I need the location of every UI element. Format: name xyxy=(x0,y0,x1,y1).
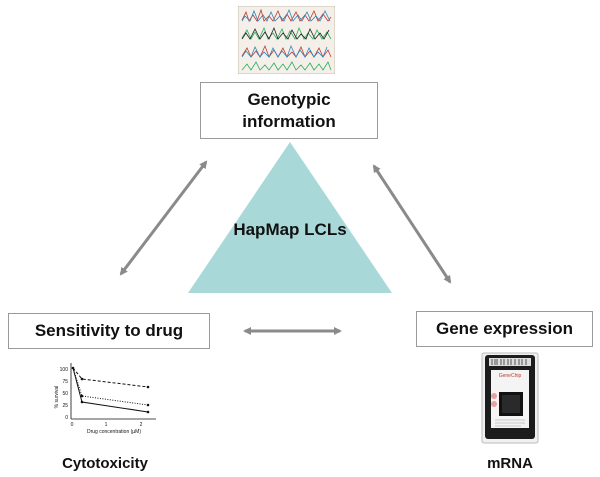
genotypic-label-line1: Genotypic xyxy=(247,90,331,110)
mini-ytick-75: 75 xyxy=(62,379,68,385)
sensitivity-to-drug-box: Sensitivity to drug xyxy=(8,313,210,349)
gene-expression-box: Gene expression xyxy=(416,311,593,347)
mrna-caption: mRNA xyxy=(487,455,533,472)
cytotoxicity-mini-chart: % survival 100 75 50 25 0 0 1 2 Drug con… xyxy=(50,357,160,437)
cytotoxicity-caption: Cytotoxicity xyxy=(62,455,148,472)
mini-xtick-0: 0 xyxy=(71,422,74,428)
mini-xtick-1: 1 xyxy=(105,422,108,428)
genotypic-label-line2: information xyxy=(242,111,336,131)
mini-chart-xlabel: Drug concentration (µM) xyxy=(87,429,141,435)
gene-expression-label: Gene expression xyxy=(435,319,573,339)
hapmap-triangle xyxy=(188,142,392,293)
mini-xtick-2: 2 xyxy=(140,422,143,428)
sensitivity-label: Sensitivity to drug xyxy=(34,321,184,341)
hapmap-lcls-label: HapMap LCLs xyxy=(233,220,347,239)
arrow-genotype-drug xyxy=(119,160,208,276)
arrow-genotype-expression xyxy=(372,164,452,284)
mini-ytick-25: 25 xyxy=(62,403,68,409)
mini-chart-ylabel: % survival xyxy=(54,386,60,409)
genechip-brand-label: GeneChip xyxy=(499,373,522,379)
genechip-image: GeneChip xyxy=(481,352,539,444)
mini-ytick-0: 0 xyxy=(65,415,68,421)
mini-ytick-100: 100 xyxy=(60,367,69,373)
genotype-chromatogram-image xyxy=(238,6,335,74)
mini-ytick-50: 50 xyxy=(62,391,68,397)
genotypic-information-box: Genotypic information xyxy=(200,82,378,139)
